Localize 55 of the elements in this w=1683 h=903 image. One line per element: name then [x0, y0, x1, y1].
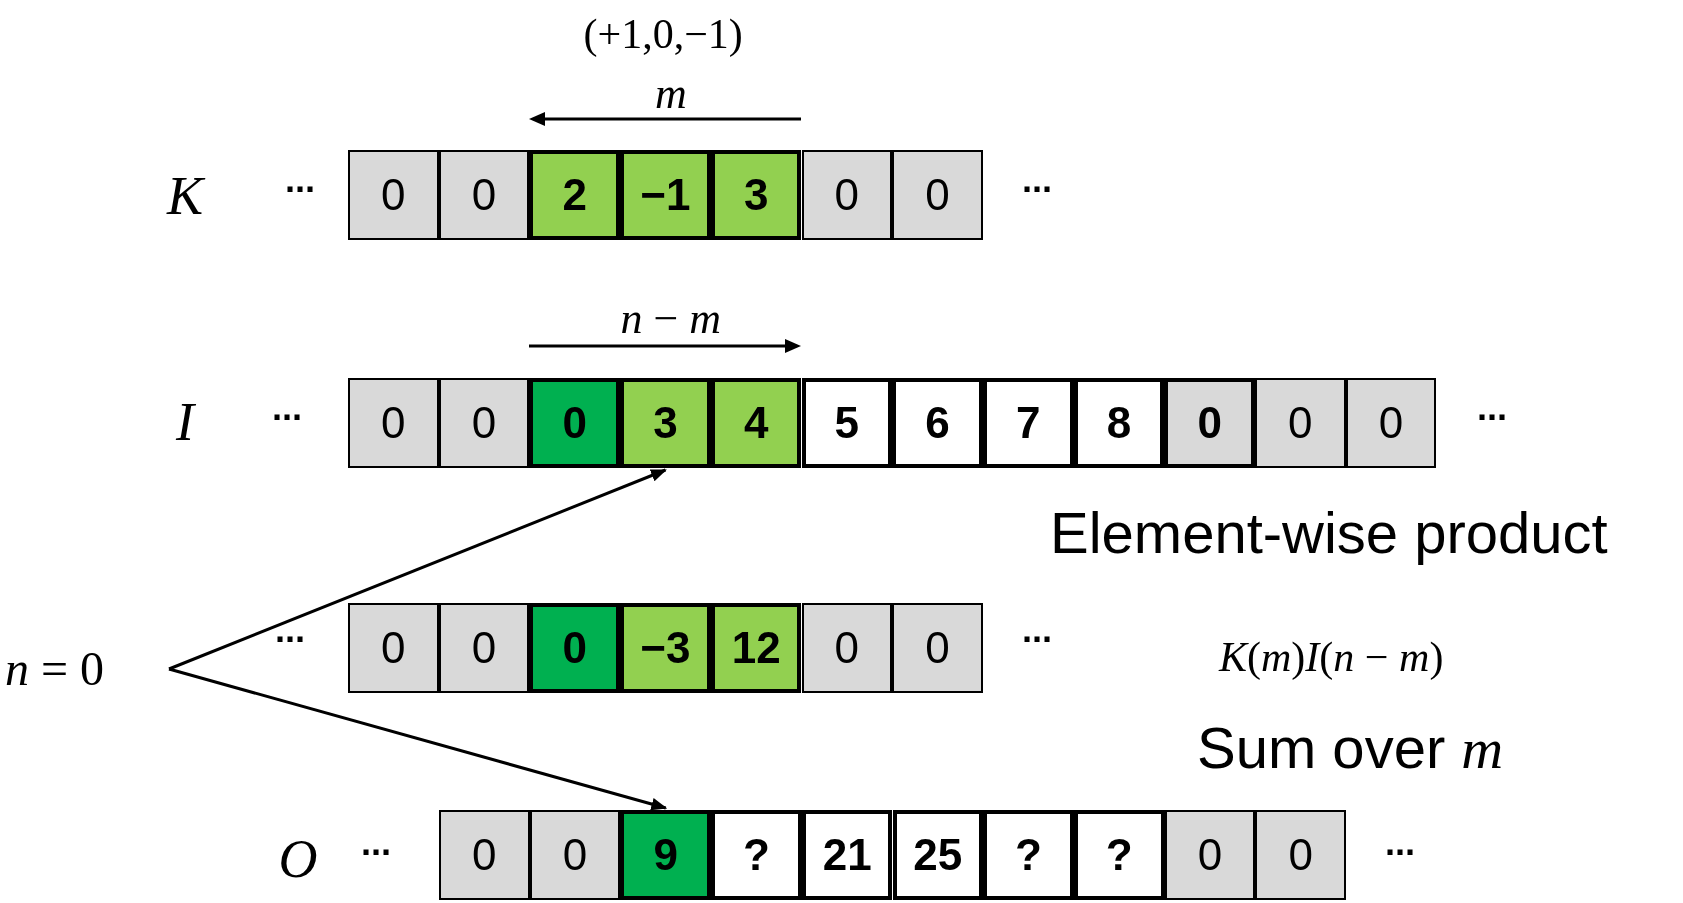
array-cell: 2 — [529, 150, 621, 240]
math-expression: n − m — [620, 297, 722, 341]
array-cell: 12 — [710, 603, 802, 693]
array-cell: 0 — [892, 603, 983, 693]
row-label: I — [176, 395, 194, 449]
array-cell: 3 — [620, 378, 711, 468]
math-expression: m — [655, 72, 687, 116]
array-cell: 0 — [438, 150, 530, 240]
array-cell: ? — [1073, 810, 1165, 900]
row-label: O — [278, 832, 318, 886]
math-expression: (+1,0,−1) — [583, 13, 743, 55]
array-cell: 0 — [348, 603, 439, 693]
array-cell: 7 — [982, 378, 1074, 468]
array-cell: 0 — [439, 810, 530, 900]
array-cell: 0 — [892, 150, 983, 240]
array-cell: 0 — [529, 810, 621, 900]
ellipsis: ··· — [272, 400, 302, 436]
array-cell: 0 — [529, 378, 621, 468]
array-cell: −1 — [620, 150, 711, 240]
array-cell: 0 — [1164, 378, 1255, 468]
row-label: K — [167, 169, 204, 223]
ellipsis: ··· — [275, 622, 305, 658]
array-cell: 8 — [1073, 378, 1165, 468]
math-expression: K(m)I(n − m) — [1219, 636, 1444, 678]
ellipsis: ··· — [1477, 400, 1507, 436]
array-cell: 0 — [801, 150, 893, 240]
array-cell: 0 — [438, 378, 530, 468]
ellipsis: ··· — [361, 835, 391, 871]
array-cell: 5 — [801, 378, 893, 468]
ellipsis: ··· — [1385, 835, 1415, 871]
array-cell: 0 — [348, 150, 439, 240]
array-cell: 0 — [1345, 378, 1437, 468]
array-cell: 0 — [801, 603, 893, 693]
array-cell: −3 — [620, 603, 711, 693]
ellipsis: ··· — [1022, 622, 1052, 658]
array-cell: 25 — [892, 810, 984, 900]
array-cell: 6 — [892, 378, 983, 468]
array-cell: 0 — [348, 378, 439, 468]
arrow — [168, 468, 667, 671]
array-cell: 9 — [620, 810, 712, 900]
ellipsis: ··· — [285, 172, 315, 208]
array-cell: ? — [983, 810, 1074, 900]
math-expression: n = 0 — [5, 638, 165, 700]
array-cell: 0 — [438, 603, 530, 693]
ellipsis: ··· — [1022, 172, 1052, 208]
array-cell: ? — [711, 810, 802, 900]
array-cell: 0 — [1255, 810, 1346, 900]
array-cell: 4 — [710, 378, 802, 468]
array-cell: 21 — [801, 810, 893, 900]
array-cell: 0 — [1255, 378, 1346, 468]
arrow — [168, 667, 668, 811]
array-cell: 0 — [529, 603, 621, 693]
annotation-text: Sum over m — [1197, 718, 1504, 778]
array-cell: 3 — [710, 150, 802, 240]
array-cell: 0 — [1164, 810, 1256, 900]
